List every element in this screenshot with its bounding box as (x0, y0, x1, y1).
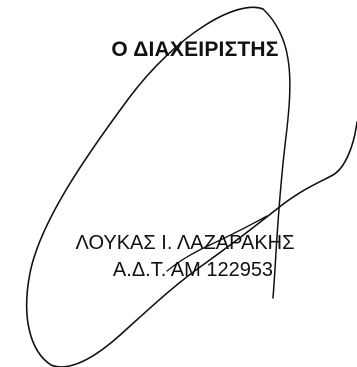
signatory-name: ΛΟΥΚΑΣ Ι. ΛΑΖΑΡΑΚΗΣ (75, 232, 295, 254)
id-number-line: Α.Δ.Τ. ΑΜ 122953 (112, 259, 274, 281)
manager-title: Ο ΔΙΑΧΕΙΡΙΣΤΗΣ (111, 38, 279, 61)
